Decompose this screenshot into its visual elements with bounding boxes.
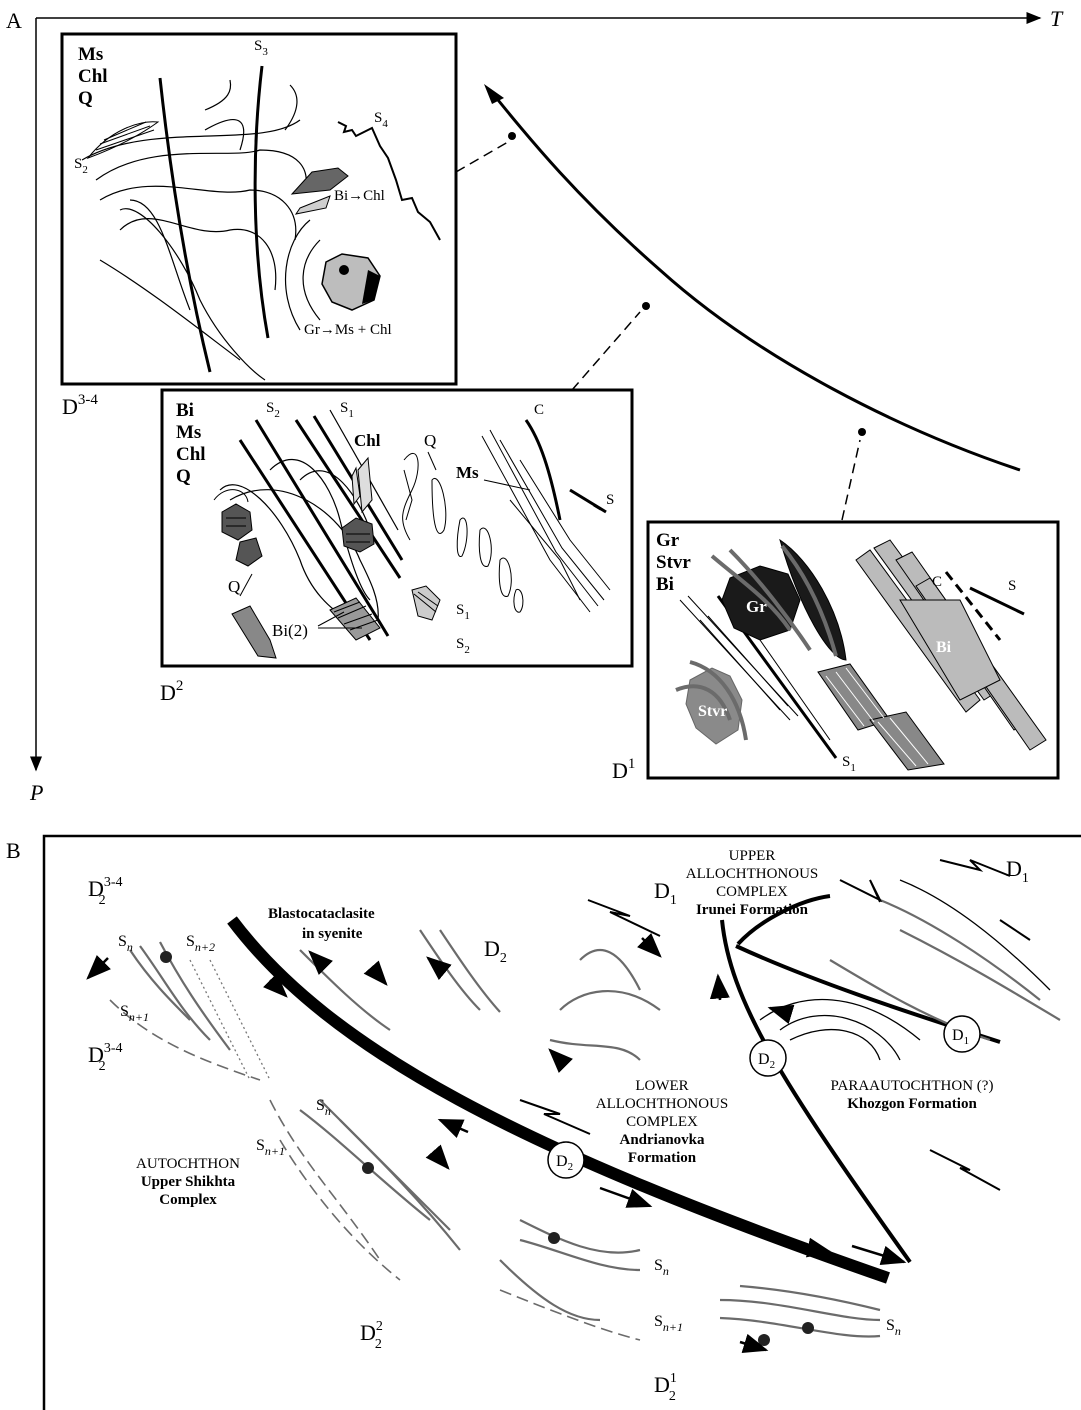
sn2-label: Sn+2 xyxy=(186,933,215,954)
blasto-line1: Blastocataclasite xyxy=(268,906,375,922)
d2-c-label: C xyxy=(534,402,544,418)
d1-mineral-stvr: Stvr xyxy=(656,552,691,573)
lower-line3: COMPLEX xyxy=(626,1114,698,1130)
sn1-label-1: Sn+1 xyxy=(120,1003,149,1024)
pt-point-d1 xyxy=(858,428,866,436)
paraautochthon-label: PARAAUTOCHTHON (?) xyxy=(831,1078,994,1094)
pt-path-arrowhead xyxy=(484,84,504,104)
d2-ms-label: Ms xyxy=(456,463,479,482)
irunei-label: Irunei Formation xyxy=(696,902,809,918)
mineral-chl: Chl xyxy=(78,66,108,87)
sn-label-2: Sn xyxy=(316,1097,331,1118)
sn-label-3: Sn xyxy=(654,1257,669,1278)
mineral-q: Q xyxy=(78,88,93,109)
d34-top-label: D3-42 xyxy=(88,875,123,908)
pt-point-d34 xyxy=(508,132,516,140)
andrianovka-line1: Andrianovka xyxy=(619,1132,705,1148)
d34-mid-label: D3-42 xyxy=(88,1041,123,1074)
circle-d2-mid: D2 xyxy=(548,1142,584,1178)
d1-s-label: S xyxy=(1008,578,1016,594)
d1-center-label: D1 xyxy=(654,878,677,908)
d2-center-label: D2 xyxy=(484,936,507,966)
d2-mineral-ms: Ms xyxy=(176,422,201,443)
d1-mineral-bi: Bi xyxy=(656,574,674,595)
stage-d1-label: D1 xyxy=(612,756,635,783)
upper-line2: ALLOCHTHONOUS xyxy=(686,866,819,882)
panel-a: A T P Ms Chl Q S3 xyxy=(6,6,1064,805)
leader-d1 xyxy=(842,440,860,520)
d1-c-label: C xyxy=(932,574,942,590)
pt-point-d2 xyxy=(642,302,650,310)
p-axis-label: P xyxy=(29,780,43,805)
d1-mineral-gr: Gr xyxy=(656,530,680,551)
panel-b: B xyxy=(6,836,1081,1410)
autochthon-label: AUTOCHTHON xyxy=(136,1156,240,1172)
d21-label: D12 xyxy=(654,1371,677,1404)
sn-label-4: Sn xyxy=(886,1317,901,1338)
panel-b-label: B xyxy=(6,838,21,863)
d22-label: D22 xyxy=(360,1319,383,1352)
bi-chl-label: Bi→Chl xyxy=(334,188,385,204)
box-d1: Gr Stvr Bi S1 Gr Stvr xyxy=(648,522,1058,778)
lower-line1: LOWER xyxy=(635,1078,688,1094)
d1-gr-label: Gr xyxy=(746,597,767,616)
d2-mineral-q: Q xyxy=(176,466,191,487)
d1-bi-label: Bi xyxy=(936,639,952,656)
lower-line2: ALLOCHTHONOUS xyxy=(596,1096,729,1112)
upper-line3: COMPLEX xyxy=(716,884,788,900)
panel-a-label: A xyxy=(6,8,22,33)
d2-q-top-label: Q xyxy=(424,431,436,450)
circle-d2-right: D2 xyxy=(750,1040,786,1076)
khozgon-label: Khozgon Formation xyxy=(847,1096,977,1112)
sn1-label-3: Sn+1 xyxy=(654,1313,683,1334)
blasto-line2: in syenite xyxy=(302,926,363,942)
sn-label-1: Sn xyxy=(118,933,133,954)
d2-q-left-label: Q xyxy=(228,577,240,596)
d2-s-label: S xyxy=(606,492,614,508)
circle-d1: D1 xyxy=(944,1016,980,1052)
gr-reaction-label: Gr→Ms + Chl xyxy=(304,322,392,338)
t-axis-label: T xyxy=(1050,6,1064,31)
andrianovka-line2: Formation xyxy=(628,1150,697,1166)
box-d2: Bi Ms Chl Q S2 S1 xyxy=(162,390,632,666)
mineral-ms: Ms xyxy=(78,44,103,65)
box-d34: Ms Chl Q S3 S2 S4 xyxy=(62,34,456,384)
main-thrust xyxy=(232,920,888,1278)
d2-bi2-label: Bi(2) xyxy=(272,621,308,640)
leader-d2 xyxy=(572,312,640,390)
d2-mineral-bi: Bi xyxy=(176,400,194,421)
upper-line1: UPPER xyxy=(729,848,776,864)
d1-right-label: D1 xyxy=(1006,856,1029,886)
shikhta-line2: Complex xyxy=(159,1192,217,1208)
d2-mineral-chl: Chl xyxy=(176,444,206,465)
stage-d2-label: D2 xyxy=(160,678,183,705)
stage-d34-label: D3-4 xyxy=(62,392,98,419)
d2-chl-label: Chl xyxy=(354,431,381,450)
leader-d34 xyxy=(456,142,508,172)
shikhta-line1: Upper Shikhta xyxy=(141,1174,236,1190)
d1-stvr-label: Stvr xyxy=(698,703,727,720)
